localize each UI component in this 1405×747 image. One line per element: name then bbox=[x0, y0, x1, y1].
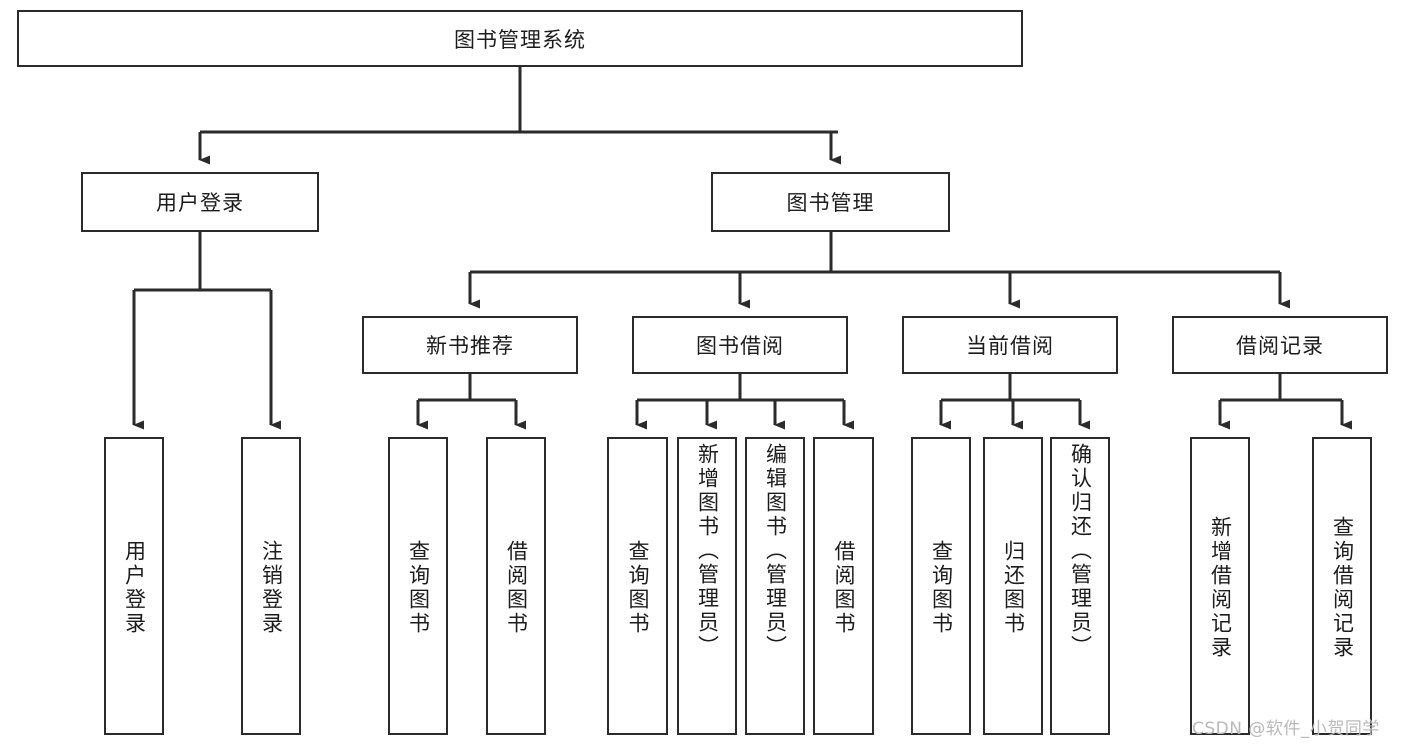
node-leaf-edit-book[interactable]: 编辑图书（管理员） bbox=[745, 437, 805, 735]
node-new-book-rec[interactable]: 新书推荐 bbox=[362, 316, 578, 374]
node-leaf-query-book-3-label: 查询图书 bbox=[929, 540, 954, 636]
node-leaf-query-record[interactable]: 查询借阅记录 bbox=[1312, 437, 1372, 735]
node-leaf-add-record[interactable]: 新增借阅记录 bbox=[1190, 437, 1250, 735]
node-leaf-borrow-book-1[interactable]: 借阅图书 bbox=[486, 437, 546, 735]
node-leaf-query-book-3[interactable]: 查询图书 bbox=[911, 437, 971, 735]
node-book-borrow[interactable]: 图书借阅 bbox=[632, 316, 848, 374]
node-leaf-borrow-book-1-label: 借阅图书 bbox=[504, 540, 529, 636]
node-leaf-query-book-1[interactable]: 查询图书 bbox=[388, 437, 448, 735]
node-leaf-return-book-label: 归还图书 bbox=[1001, 540, 1026, 636]
node-leaf-add-book-label: 新增图书（管理员） bbox=[695, 443, 720, 659]
node-leaf-query-book-1-label: 查询图书 bbox=[406, 540, 431, 636]
node-leaf-borrow-book-2[interactable]: 借阅图书 bbox=[813, 437, 874, 735]
node-new-book-rec-label: 新书推荐 bbox=[426, 334, 514, 358]
node-borrow-record-label: 借阅记录 bbox=[1236, 334, 1324, 358]
node-borrow-record[interactable]: 借阅记录 bbox=[1172, 316, 1388, 374]
node-book-borrow-label: 图书借阅 bbox=[696, 334, 784, 358]
node-leaf-user-login-label: 用户登录 bbox=[122, 540, 147, 636]
node-leaf-query-book-2-label: 查询图书 bbox=[626, 540, 650, 636]
node-current-borrow-label: 当前借阅 bbox=[966, 334, 1054, 358]
node-leaf-user-logout-label: 注销登录 bbox=[259, 540, 284, 636]
node-leaf-confirm-return[interactable]: 确认归还（管理员） bbox=[1050, 437, 1110, 735]
node-leaf-borrow-book-2-label: 借阅图书 bbox=[832, 540, 856, 636]
node-root[interactable]: 图书管理系统 bbox=[17, 10, 1023, 67]
node-book-manage[interactable]: 图书管理 bbox=[711, 172, 950, 232]
node-leaf-confirm-return-label: 确认归还（管理员） bbox=[1068, 443, 1093, 659]
node-leaf-user-logout[interactable]: 注销登录 bbox=[241, 437, 301, 735]
node-leaf-add-record-label: 新增借阅记录 bbox=[1208, 516, 1233, 660]
node-current-borrow[interactable]: 当前借阅 bbox=[902, 316, 1118, 374]
node-leaf-query-record-label: 查询借阅记录 bbox=[1330, 516, 1355, 660]
csdn-watermark: CSDN @软件_小贺同学 bbox=[1192, 719, 1380, 739]
node-leaf-edit-book-label: 编辑图书（管理员） bbox=[763, 443, 788, 659]
node-root-label: 图书管理系统 bbox=[454, 27, 586, 52]
node-leaf-user-login[interactable]: 用户登录 bbox=[104, 437, 164, 735]
node-user-login[interactable]: 用户登录 bbox=[81, 172, 319, 232]
node-leaf-add-book[interactable]: 新增图书（管理员） bbox=[677, 437, 737, 735]
node-book-manage-label: 图书管理 bbox=[786, 191, 875, 215]
node-user-login-label: 用户登录 bbox=[156, 191, 244, 215]
node-leaf-return-book[interactable]: 归还图书 bbox=[983, 437, 1043, 735]
node-leaf-query-book-2[interactable]: 查询图书 bbox=[607, 437, 668, 735]
